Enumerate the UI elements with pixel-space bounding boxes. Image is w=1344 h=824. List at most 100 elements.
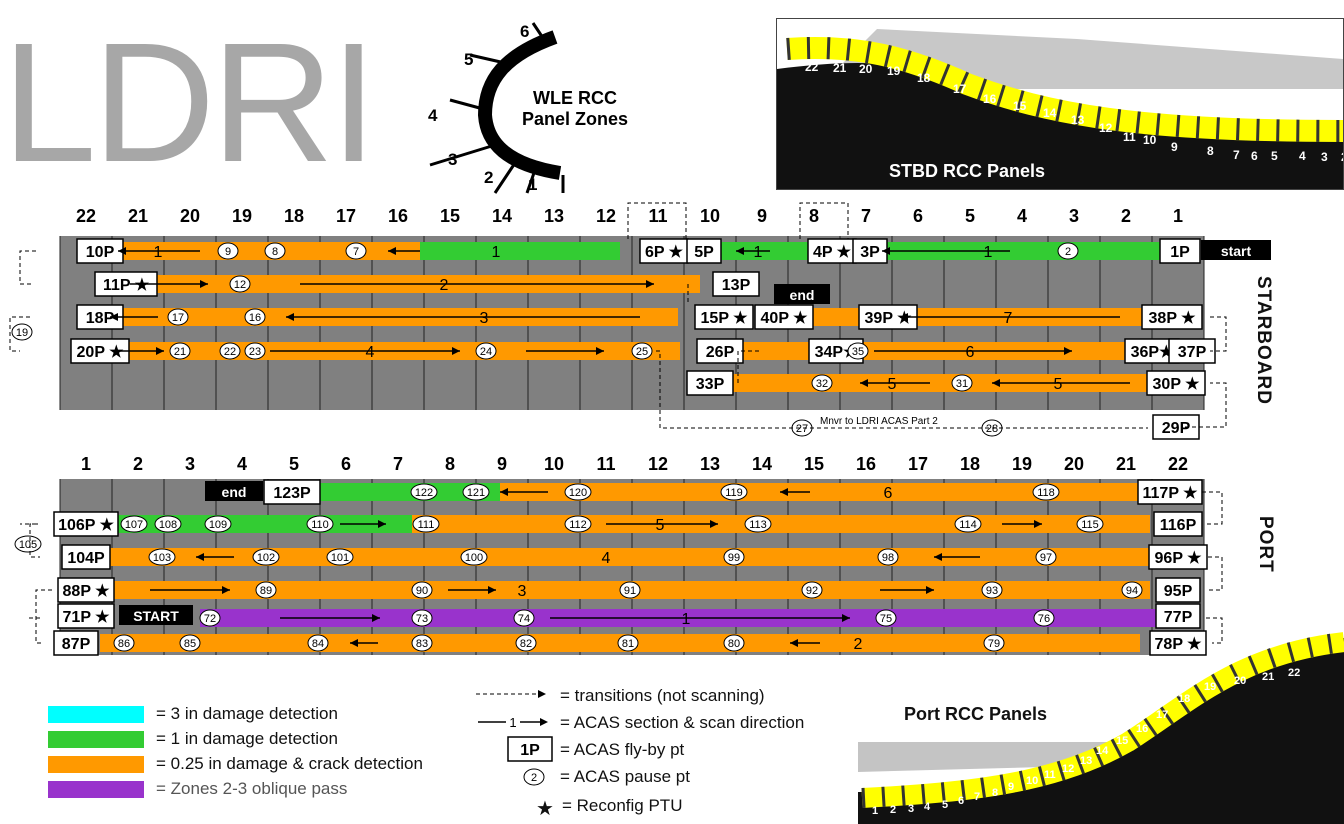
stbd-pause-19-text: 19 xyxy=(16,327,28,339)
stbd-box-5p-text: 5P xyxy=(694,244,714,261)
stbd-col-6: 6 xyxy=(913,206,923,226)
port-box-88p-text: 88P ★ xyxy=(63,583,111,600)
stbd-pause-7-text: 7 xyxy=(353,246,359,258)
stbd-box-38p-text: 38P ★ xyxy=(1149,310,1197,327)
stbd-box-13p-text: 13P xyxy=(722,277,751,294)
port-sec-1: 1 xyxy=(682,611,691,628)
stbd-box-3p-text: 3P xyxy=(860,244,880,261)
stbd-col-4: 4 xyxy=(1017,206,1027,226)
stbd-pause-17-text: 17 xyxy=(172,312,184,324)
port-box-117p-text: 117P ★ xyxy=(1143,485,1199,502)
port-pause-119-text: 119 xyxy=(725,487,743,499)
stbd-pause-2-text: 2 xyxy=(1065,246,1071,258)
port-col-1: 1 xyxy=(81,454,91,474)
stbd-col-18: 18 xyxy=(284,206,304,226)
stbd-start-label-text: start xyxy=(1221,243,1252,259)
stbd-col-5: 5 xyxy=(965,206,975,226)
port-col-4: 4 xyxy=(237,454,247,474)
port-sec-6: 6 xyxy=(884,485,893,502)
legend-swatch-orange xyxy=(48,756,144,773)
stbd-col-17: 17 xyxy=(336,206,356,226)
port-pause-99-text: 99 xyxy=(728,552,740,564)
stbd-box-29p-text: 29P xyxy=(1162,420,1191,437)
port-sec-5: 5 xyxy=(656,517,665,534)
stbd-pause-23-text: 23 xyxy=(249,346,261,358)
port-trans-88-87 xyxy=(36,590,52,643)
stbd-col-8: 8 xyxy=(809,206,819,226)
port-pause-84-text: 84 xyxy=(312,638,324,650)
stbd-sec-1a: 1 xyxy=(154,244,163,261)
legend-swatch-purple xyxy=(48,781,144,798)
stbd-sec-2: 2 xyxy=(440,277,449,294)
stbd-box-26p-text: 26P xyxy=(706,344,735,361)
stbd-sec-3: 3 xyxy=(480,310,489,327)
legend-3in-label: = 3 in damage detection xyxy=(156,704,338,724)
stbd-box-30p-text: 30P ★ xyxy=(1153,376,1201,393)
stbd-trans-8 xyxy=(800,203,848,239)
port-pause-122-text: 122 xyxy=(415,487,433,499)
stbd-box-36p-text: 36P★ xyxy=(1131,344,1174,361)
legend-oblique-label: = Zones 2-3 oblique pass xyxy=(156,779,347,799)
stbd-sec-7: 7 xyxy=(1004,310,1013,327)
stbd-col-15: 15 xyxy=(440,206,460,226)
port-col-8: 8 xyxy=(445,454,455,474)
port-pause-101-text: 101 xyxy=(331,552,349,564)
stbd-col-13: 13 xyxy=(544,206,564,226)
port-pause-94-text: 94 xyxy=(1126,585,1138,597)
stbd-col-16: 16 xyxy=(388,206,408,226)
port-box-106p-text: 106P ★ xyxy=(58,517,115,534)
port-col-13: 13 xyxy=(700,454,720,474)
legend-reconfig-label: = Reconfig PTU xyxy=(562,796,682,816)
port-col-17: 17 xyxy=(908,454,928,474)
stbd-pause-24-text: 24 xyxy=(480,346,492,358)
stbd-sec-1d: 1 xyxy=(984,244,993,261)
stbd-band-1-green xyxy=(420,242,620,260)
port-pause-74-text: 74 xyxy=(518,613,530,625)
stbd-col-12: 12 xyxy=(596,206,616,226)
port-start-label-text: START xyxy=(133,608,179,624)
port-pause-93-text: 93 xyxy=(986,585,998,597)
port-pause-90-text: 90 xyxy=(416,585,428,597)
port-col-19: 19 xyxy=(1012,454,1032,474)
port-col-5: 5 xyxy=(289,454,299,474)
stbd-box-18p-text: 18P xyxy=(86,310,115,327)
stbd-pause-31-text: 31 xyxy=(956,378,968,390)
legend-section-num: 1 xyxy=(509,715,516,730)
legend-swatch-cyan xyxy=(48,706,144,723)
legend-pause-label: = ACAS pause pt xyxy=(560,767,690,787)
port-box-104p-text: 104P xyxy=(67,550,105,567)
port-col-15: 15 xyxy=(804,454,824,474)
port-pause-103-text: 103 xyxy=(153,552,171,564)
port-pause-91-text: 91 xyxy=(624,585,636,597)
stbd-trans-10-11 xyxy=(20,251,36,284)
legend-transitions-label: = transitions (not scanning) xyxy=(560,686,765,706)
port-sec-3: 3 xyxy=(518,583,527,600)
port-trans-96-95 xyxy=(1206,557,1222,590)
port-pause-105-text: 105 xyxy=(19,539,37,551)
port-pause-92-text: 92 xyxy=(806,585,818,597)
port-pause-113-text: 113 xyxy=(749,519,767,531)
stbd-sec-6: 6 xyxy=(966,344,975,361)
port-col-16: 16 xyxy=(856,454,876,474)
port-pause-114-text: 114 xyxy=(959,519,977,531)
stbd-sec-1c: 1 xyxy=(754,244,763,261)
port-box-77p-text: 77P xyxy=(1164,609,1193,626)
port-box-78p-text: 78P ★ xyxy=(1155,636,1203,653)
legend-transition-head xyxy=(538,690,546,698)
stbd-col-21: 21 xyxy=(128,206,148,226)
stbd-col-11: 11 xyxy=(648,206,667,226)
stbd-col-19: 19 xyxy=(232,206,252,226)
stbd-pause-16-text: 16 xyxy=(249,312,261,324)
stbd-pause-12-text: 12 xyxy=(234,279,246,291)
port-pause-82-text: 82 xyxy=(520,638,532,650)
port-pause-73-text: 73 xyxy=(416,613,428,625)
port-pause-120-text: 120 xyxy=(569,487,587,499)
port-col-6: 6 xyxy=(341,454,351,474)
port-trans-77-78 xyxy=(1206,618,1222,643)
stbd-pause-9-text: 9 xyxy=(225,246,231,258)
port-pause-76-text: 76 xyxy=(1038,613,1050,625)
stbd-sec-5a: 5 xyxy=(888,376,897,393)
port-pause-85-text: 85 xyxy=(184,638,196,650)
stbd-box-4p-text: 4P ★ xyxy=(813,244,852,261)
stbd-sec-5b: 5 xyxy=(1054,376,1063,393)
